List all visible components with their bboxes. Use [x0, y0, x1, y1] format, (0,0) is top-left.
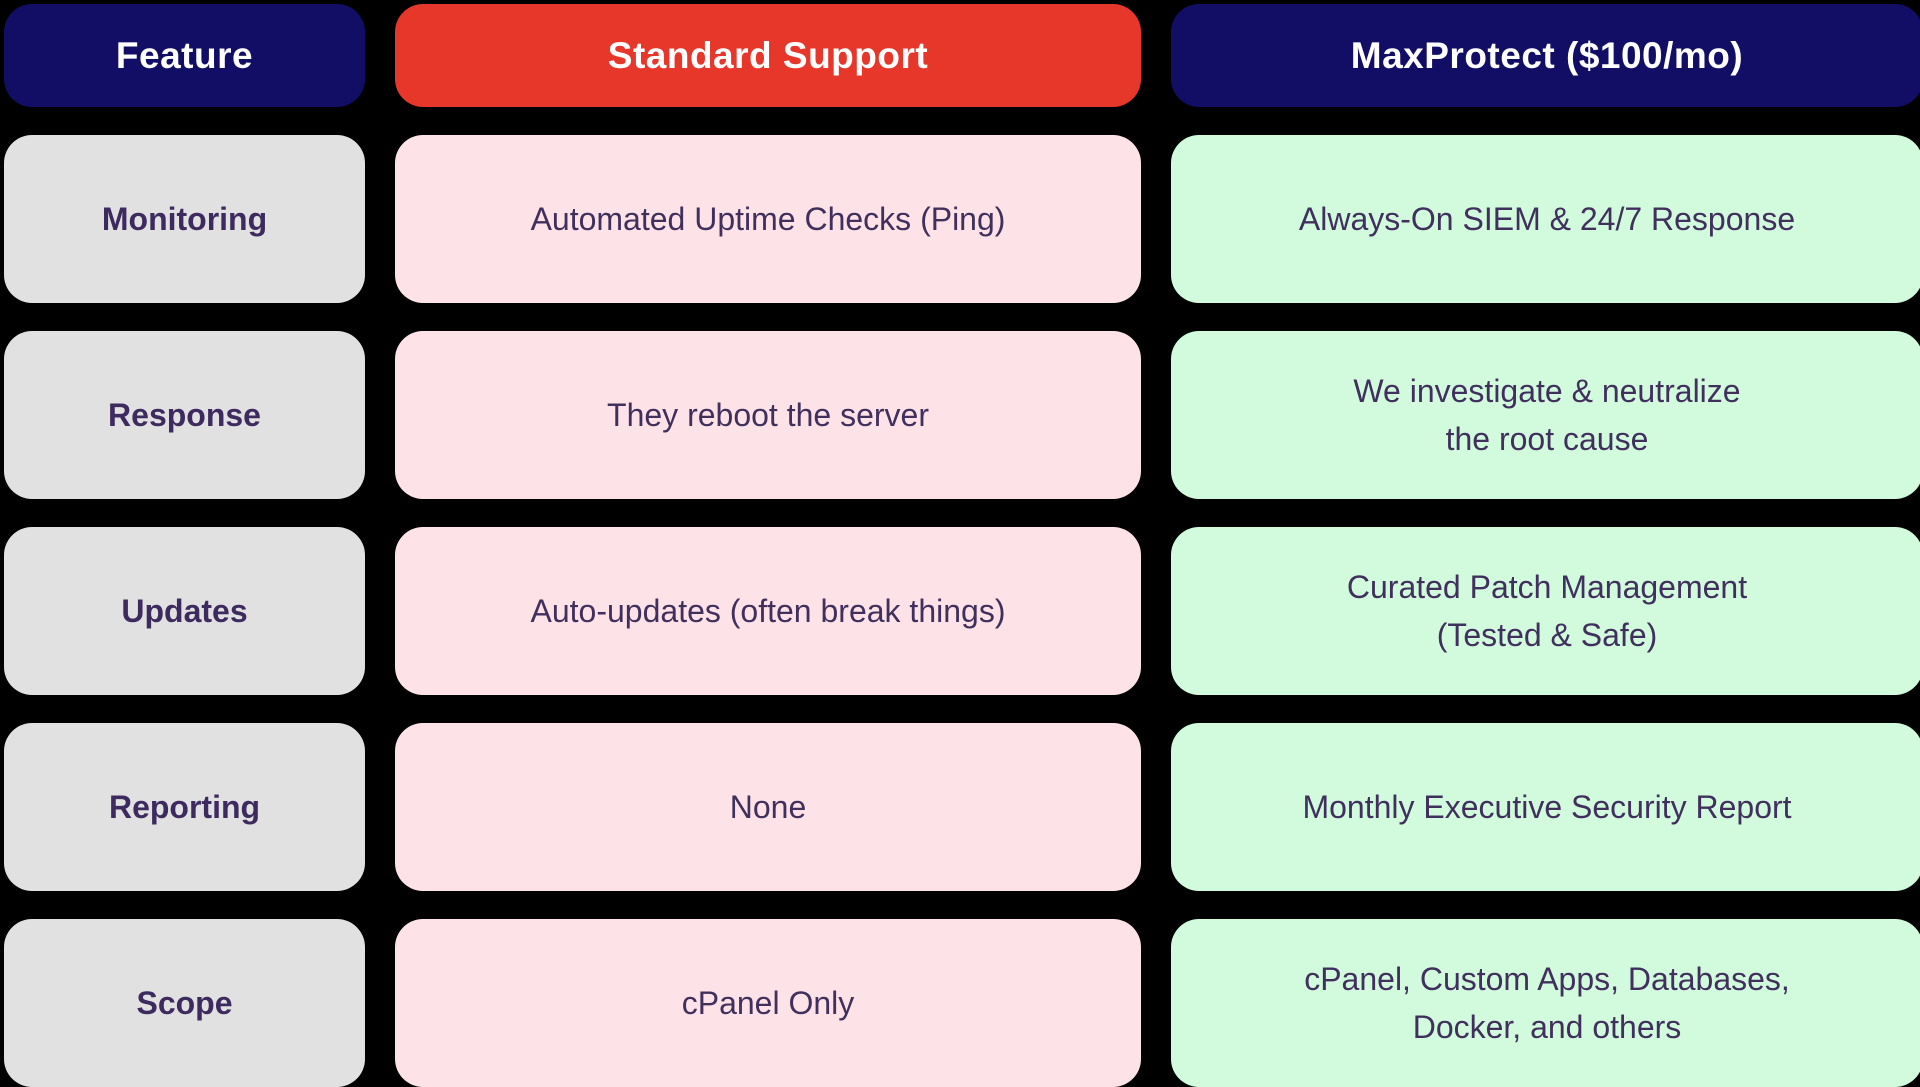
header-standard-support: Standard Support	[395, 4, 1141, 107]
row-monitoring-standard-value: Automated Uptime Checks (Ping)	[395, 135, 1141, 303]
row-monitoring-feature-label: Monitoring	[4, 135, 365, 303]
row-response-maxprotect-value: We investigate & neutralize the root cau…	[1171, 331, 1920, 499]
row-response-standard-value: They reboot the server	[395, 331, 1141, 499]
row-updates-feature-label: Updates	[4, 527, 365, 695]
row-response-feature-label: Response	[4, 331, 365, 499]
row-monitoring-maxprotect-value: Always-On SIEM & 24/7 Response	[1171, 135, 1920, 303]
row-scope-feature-label: Scope	[4, 919, 365, 1087]
row-updates-maxprotect-value: Curated Patch Management (Tested & Safe)	[1171, 527, 1920, 695]
row-scope-standard-value: cPanel Only	[395, 919, 1141, 1087]
row-reporting-standard-value: None	[395, 723, 1141, 891]
row-updates-standard-value: Auto-updates (often break things)	[395, 527, 1141, 695]
header-maxprotect: MaxProtect ($100/mo)	[1171, 4, 1920, 107]
feature-comparison-table: Feature Standard Support MaxProtect ($10…	[4, 4, 1920, 1087]
row-reporting-feature-label: Reporting	[4, 723, 365, 891]
header-feature: Feature	[4, 4, 365, 107]
row-scope-maxprotect-value: cPanel, Custom Apps, Databases, Docker, …	[1171, 919, 1920, 1087]
row-reporting-maxprotect-value: Monthly Executive Security Report	[1171, 723, 1920, 891]
